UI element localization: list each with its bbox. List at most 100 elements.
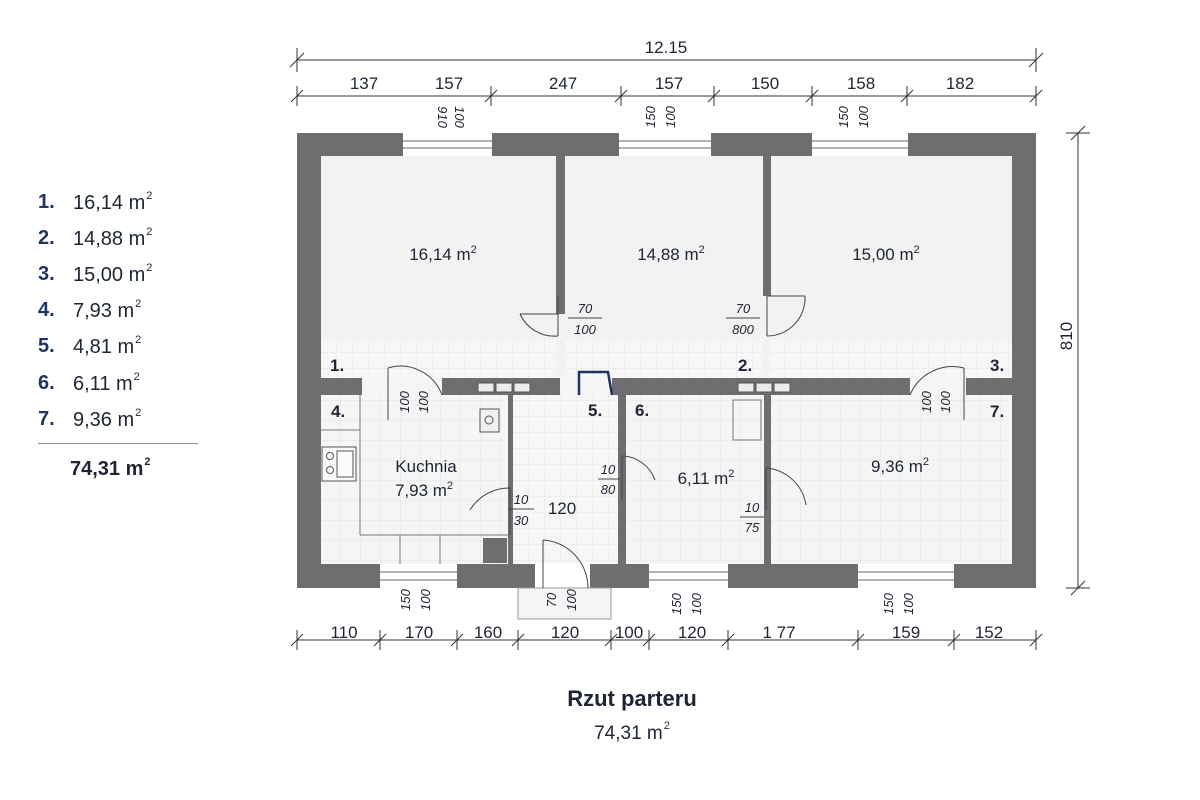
svg-text:100: 100 bbox=[919, 390, 934, 412]
dim-top: 158 bbox=[847, 74, 875, 93]
legend-item-2: 2. 14,88 m2 bbox=[38, 220, 198, 256]
door-swing bbox=[387, 295, 965, 589]
doorway bbox=[763, 296, 771, 378]
boiler-icon bbox=[479, 408, 500, 433]
corridor-floor bbox=[321, 340, 1012, 378]
legend-number: 4. bbox=[38, 299, 55, 322]
vent-duct bbox=[755, 382, 773, 393]
legend-area: 6,11 m2 bbox=[73, 370, 140, 395]
plan-title: Rzut parteru bbox=[567, 686, 697, 711]
legend-area: 15,00 m2 bbox=[73, 261, 153, 286]
dim-top: 137 bbox=[350, 74, 378, 93]
entrance-opening bbox=[535, 564, 590, 588]
dim-bottom: 120 bbox=[678, 623, 706, 642]
interior-wall bbox=[508, 395, 513, 564]
room-5-number: 5. bbox=[588, 401, 602, 420]
window-top-3 bbox=[812, 133, 908, 156]
svg-text:100: 100 bbox=[663, 105, 678, 127]
dim-top: 150 bbox=[751, 74, 779, 93]
svg-text:150: 150 bbox=[836, 105, 851, 127]
legend-number: 2. bbox=[38, 226, 55, 249]
dim-top: 157 bbox=[655, 74, 683, 93]
dim-bottom: 110 bbox=[330, 623, 357, 642]
svg-text:30: 30 bbox=[514, 513, 529, 528]
dim-overall-height: 810 bbox=[1057, 322, 1076, 350]
vent-duct bbox=[477, 382, 495, 393]
window-top-1 bbox=[403, 133, 492, 156]
svg-text:10: 10 bbox=[601, 462, 616, 477]
room-6-number: 6. bbox=[635, 401, 649, 420]
dim-bottom: 1 77 bbox=[762, 623, 795, 642]
legend-item-4: 4. 7,93 m2 bbox=[38, 293, 198, 329]
doorway bbox=[556, 314, 565, 378]
svg-text:150: 150 bbox=[669, 592, 684, 614]
dim-bottom: 100 bbox=[615, 623, 643, 642]
svg-text:100: 100 bbox=[418, 588, 433, 610]
dim-top: 182 bbox=[946, 74, 974, 93]
svg-text:70: 70 bbox=[578, 301, 593, 316]
dim-overall-width: 12.15 bbox=[645, 38, 688, 57]
door-swing bbox=[577, 370, 614, 396]
doorway bbox=[362, 378, 442, 395]
door-label: 70 100 70 800 100 100 100 100 10 30 120 … bbox=[397, 301, 953, 535]
closet bbox=[732, 399, 762, 441]
room-4-number: 4. bbox=[331, 402, 345, 421]
svg-text:150: 150 bbox=[398, 588, 413, 610]
room-4-area: 7,93 m2 bbox=[395, 480, 453, 500]
dim-top: 157 bbox=[435, 74, 463, 93]
plan-caption: Rzut parteru 74,31 m2 bbox=[0, 686, 1200, 745]
interior-wall bbox=[763, 156, 771, 296]
legend-item-3: 3. 15,00 m2 bbox=[38, 256, 198, 292]
vent-duct bbox=[513, 382, 531, 393]
svg-text:100: 100 bbox=[856, 105, 871, 127]
fridge-icon bbox=[483, 538, 507, 563]
legend-number: 3. bbox=[38, 262, 55, 285]
room-3-area: 15,00 m2 bbox=[852, 244, 920, 264]
legend-item-5: 5. 4,81 m2 bbox=[38, 329, 198, 365]
legend-item-7: 7. 9,36 m2 bbox=[38, 401, 198, 437]
window-bottom-3 bbox=[858, 564, 954, 588]
svg-text:100: 100 bbox=[689, 592, 704, 614]
svg-text:80: 80 bbox=[601, 482, 616, 497]
interior-wall bbox=[764, 510, 771, 564]
vent-duct bbox=[773, 382, 791, 393]
dim-bottom: 159 bbox=[892, 623, 920, 642]
entrance-step bbox=[517, 587, 612, 620]
svg-text:150: 150 bbox=[881, 592, 896, 614]
room-2-number: 2. bbox=[738, 356, 752, 375]
room-7-floor bbox=[771, 395, 1012, 564]
window-label: 910 100 150 100 150 100 150 100 150 100 … bbox=[398, 105, 916, 614]
room-3-number: 3. bbox=[990, 356, 1004, 375]
svg-text:75: 75 bbox=[745, 520, 760, 535]
dimension-lines bbox=[289, 48, 1090, 650]
room-6-area: 6,11 m2 bbox=[678, 468, 735, 488]
legend-item-6: 6. 6,11 m2 bbox=[38, 365, 198, 401]
legend-divider bbox=[38, 443, 198, 445]
dim-bottom: 160 bbox=[474, 623, 502, 642]
doorway bbox=[560, 378, 612, 395]
svg-text:120: 120 bbox=[548, 499, 576, 518]
stove-icon bbox=[321, 446, 357, 482]
plan-total-area: 74,31 m2 bbox=[594, 720, 670, 744]
room-4-name: Kuchnia bbox=[395, 457, 457, 476]
window-bottom-1 bbox=[380, 564, 457, 588]
svg-text:100: 100 bbox=[564, 588, 579, 610]
room-2-area: 14,88 m2 bbox=[637, 244, 705, 264]
svg-text:100: 100 bbox=[397, 390, 412, 412]
vent-duct bbox=[495, 382, 513, 393]
interior-wall bbox=[556, 156, 565, 314]
legend-number: 5. bbox=[38, 335, 55, 358]
room-1-number: 1. bbox=[330, 356, 344, 375]
svg-text:800: 800 bbox=[732, 322, 754, 337]
svg-text:10: 10 bbox=[745, 500, 760, 515]
svg-text:100: 100 bbox=[901, 592, 916, 614]
svg-text:70: 70 bbox=[544, 592, 559, 607]
svg-text:150: 150 bbox=[643, 105, 658, 127]
interior-wall bbox=[764, 395, 771, 455]
window-top-2 bbox=[619, 133, 711, 156]
room-1-area: 16,14 m2 bbox=[409, 244, 477, 264]
room-7-number: 7. bbox=[990, 402, 1004, 421]
legend-number: 7. bbox=[38, 407, 55, 430]
dim-top: 247 bbox=[549, 74, 577, 93]
